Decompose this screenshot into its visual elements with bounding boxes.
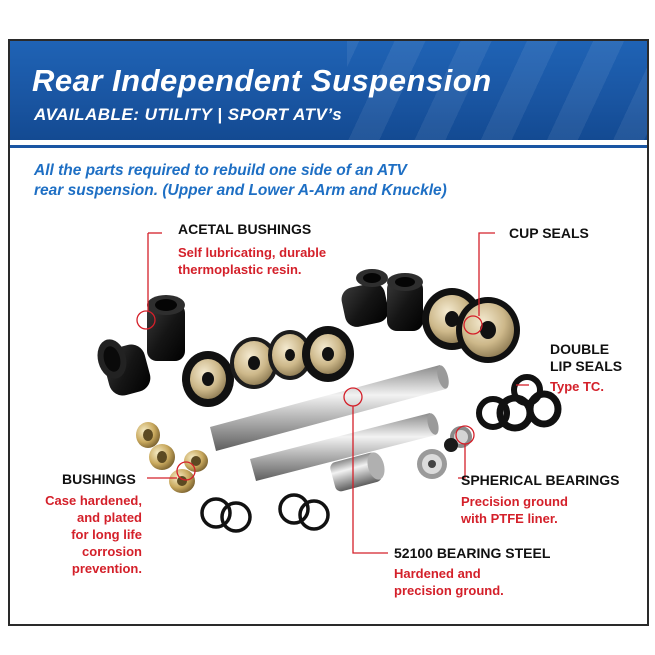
banner-divider-blue: [10, 145, 647, 148]
bearing-steel-desc-1: Hardened and: [394, 566, 481, 581]
cup-seals-label: CUP SEALS: [509, 225, 589, 241]
spherical-bearing: [417, 426, 472, 479]
double-lip-label-2: LIP SEALS: [550, 358, 623, 374]
bearing-steel-rod-short: [250, 413, 439, 481]
acetal-desc-2: thermoplastic resin.: [178, 262, 302, 277]
spherical-bearings-label: SPHERICAL BEARINGS: [461, 472, 620, 488]
spherical-desc-2: with PTFE liner.: [461, 511, 558, 526]
parts-illustration: [97, 232, 562, 554]
intro-text: All the parts required to rebuild one si…: [34, 161, 634, 201]
banner-subtitle: AVAILABLE: UTILITY | SPORT ATV’s: [34, 105, 343, 124]
o-rings: [200, 493, 330, 533]
header-banner: Rear Independent Suspension AVAILABLE: U…: [10, 41, 647, 140]
banner-divider: [10, 140, 647, 145]
banner-stripes: [347, 41, 647, 140]
bushings-desc-3: for long life: [71, 527, 142, 542]
bushings-desc-2: and plated: [76, 510, 142, 525]
bushings-desc-4: corrosion: [82, 544, 142, 559]
product-panel: Rear Independent Suspension AVAILABLE: U…: [8, 39, 649, 626]
lip-seal-1: [476, 374, 562, 432]
acetal-bushing-left: [97, 339, 151, 396]
washer-seal-4: [302, 326, 354, 382]
bushings-desc-1: Case hardened,: [45, 493, 142, 508]
spherical-desc-1: Precision ground: [461, 494, 568, 509]
brass-bushings: [136, 422, 208, 493]
bushings-desc-5: prevention.: [71, 561, 142, 576]
acetal-desc-1: Self lubricating, durable: [178, 245, 327, 260]
washer-seal-3: [268, 330, 312, 380]
acetal-bushing-tall: [147, 295, 185, 361]
washer-seal-2: [230, 337, 278, 389]
bearing-steel-rod-long: [210, 365, 449, 451]
bearing-steel-desc-2: precision ground.: [394, 583, 504, 598]
bushings-label: BUSHINGS: [62, 471, 136, 487]
double-lip-desc: Type TC.: [550, 379, 604, 394]
bearing-steel-label: 52100 BEARING STEEL: [394, 545, 551, 561]
acetal-bushing-right-2: [387, 273, 423, 331]
double-lip-label-1: DOUBLE: [550, 341, 610, 357]
bearing-steel-sleeve: [330, 452, 385, 492]
intro-line-1: All the parts required to rebuild one si…: [34, 162, 407, 179]
intro-line-2: rear suspension. (Upper and Lower A-Arm …: [34, 182, 447, 199]
acetal-bushings-label: ACETAL BUSHINGS: [178, 221, 312, 237]
callout-leaders: [136, 232, 529, 554]
acetal-bushing-right-1: [341, 269, 389, 327]
banner-title: Rear Independent Suspension: [32, 63, 492, 98]
washer-seal-1: [182, 351, 234, 407]
